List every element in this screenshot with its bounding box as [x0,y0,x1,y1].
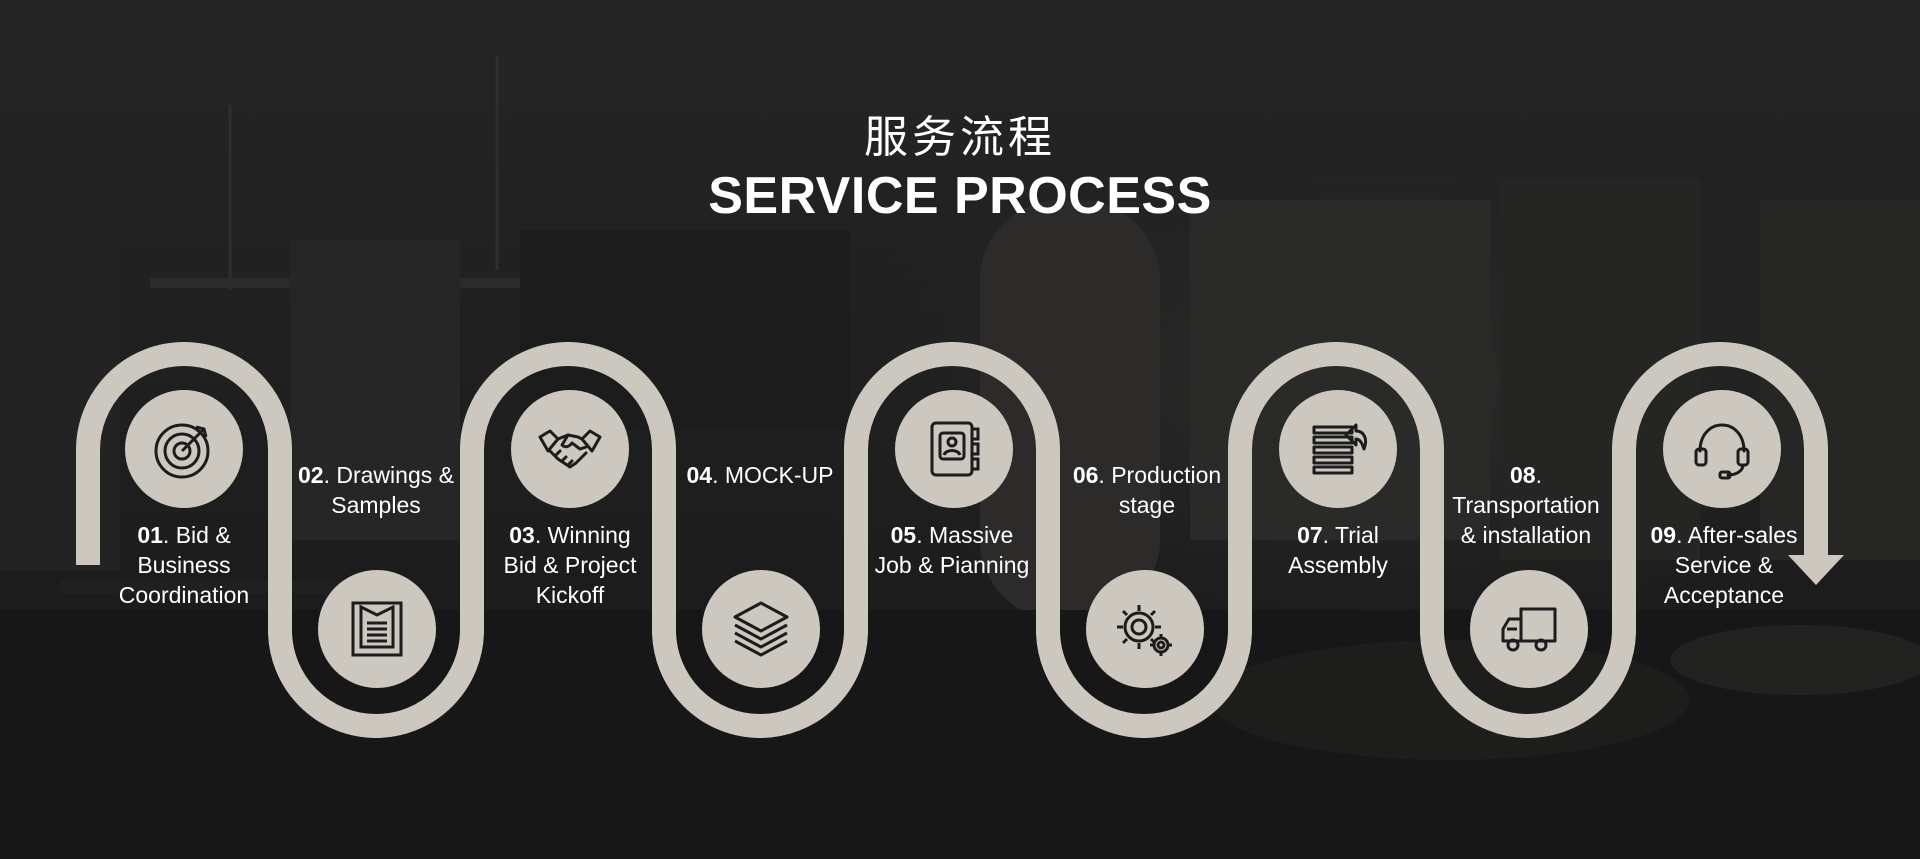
step-05-label: 05. Massive Job & Pianning [874,522,1030,578]
title-block: 服务流程 SERVICE PROCESS [0,112,1920,226]
step-04-text: MOCK-UP [724,462,834,488]
step-02-number: 02 [298,462,324,488]
step-08-text: Transportation & installation [1452,492,1600,548]
layers-icon [733,601,789,657]
contact-book-icon [930,421,980,477]
step-06-number: 06 [1072,462,1099,488]
step-01-label: 01. Bid & Business Coordination [118,522,250,608]
step-09-icon-circle [1663,390,1781,508]
step-09-number: 09 [1650,522,1677,548]
step-01-icon-circle [125,390,243,508]
step-03-label: 03. Winning Bid & Project Kickoff [503,522,637,608]
step-04-number: 04 [686,462,713,488]
step-04-label: 04. MOCK-UP [686,462,834,488]
step-06-icon-circle [1086,570,1204,688]
step-02-text: Drawings & Samples [331,462,454,518]
end-arrowhead [1788,555,1844,585]
step-09-text: After-sales Service & Acceptance [1663,522,1798,608]
step-01-text: Bid & Business Coordination [118,522,250,608]
step-08-icon-circle [1470,570,1588,688]
step-04-icon-circle [702,570,820,688]
document-icon [351,601,403,657]
step-06-label: 06. Production stage [1072,462,1222,518]
step-03-icon-circle [511,390,629,508]
step-05-icon-circle [895,390,1013,508]
serpentine-path [76,342,1828,738]
headset-icon [1694,423,1750,480]
stack-return-icon [1312,423,1368,475]
step-05-number: 05 [890,522,917,548]
step-03-number: 03 [509,522,535,548]
step-07-icon-circle [1279,390,1397,508]
step-02-icon-circle [318,570,436,688]
step-03-text: Winning Bid & Project Kickoff [503,522,637,608]
step-06-text: Production stage [1111,462,1222,518]
step-09-label: 09. After-sales Service & Acceptance [1650,522,1798,608]
step-08-label: 08. Transportation & installation [1452,462,1600,548]
step-02-label: 02. Drawings & Samples [298,462,454,518]
step-07-number: 07 [1297,522,1323,548]
step-05-text: Massive Job & Pianning [874,522,1030,578]
step-08-number: 08 [1510,462,1536,488]
page-title-cn: 服务流程 [864,112,1056,163]
handshake-icon [538,429,602,469]
step-07-label: 07. Trial Assembly [1288,522,1388,578]
step-07-text: Trial Assembly [1288,522,1388,578]
page-title-en: SERVICE PROCESS [708,167,1212,225]
target-icon [154,423,210,479]
gears-icon [1117,605,1172,656]
truck-icon [1501,607,1557,652]
step-01-number: 01 [137,522,163,548]
